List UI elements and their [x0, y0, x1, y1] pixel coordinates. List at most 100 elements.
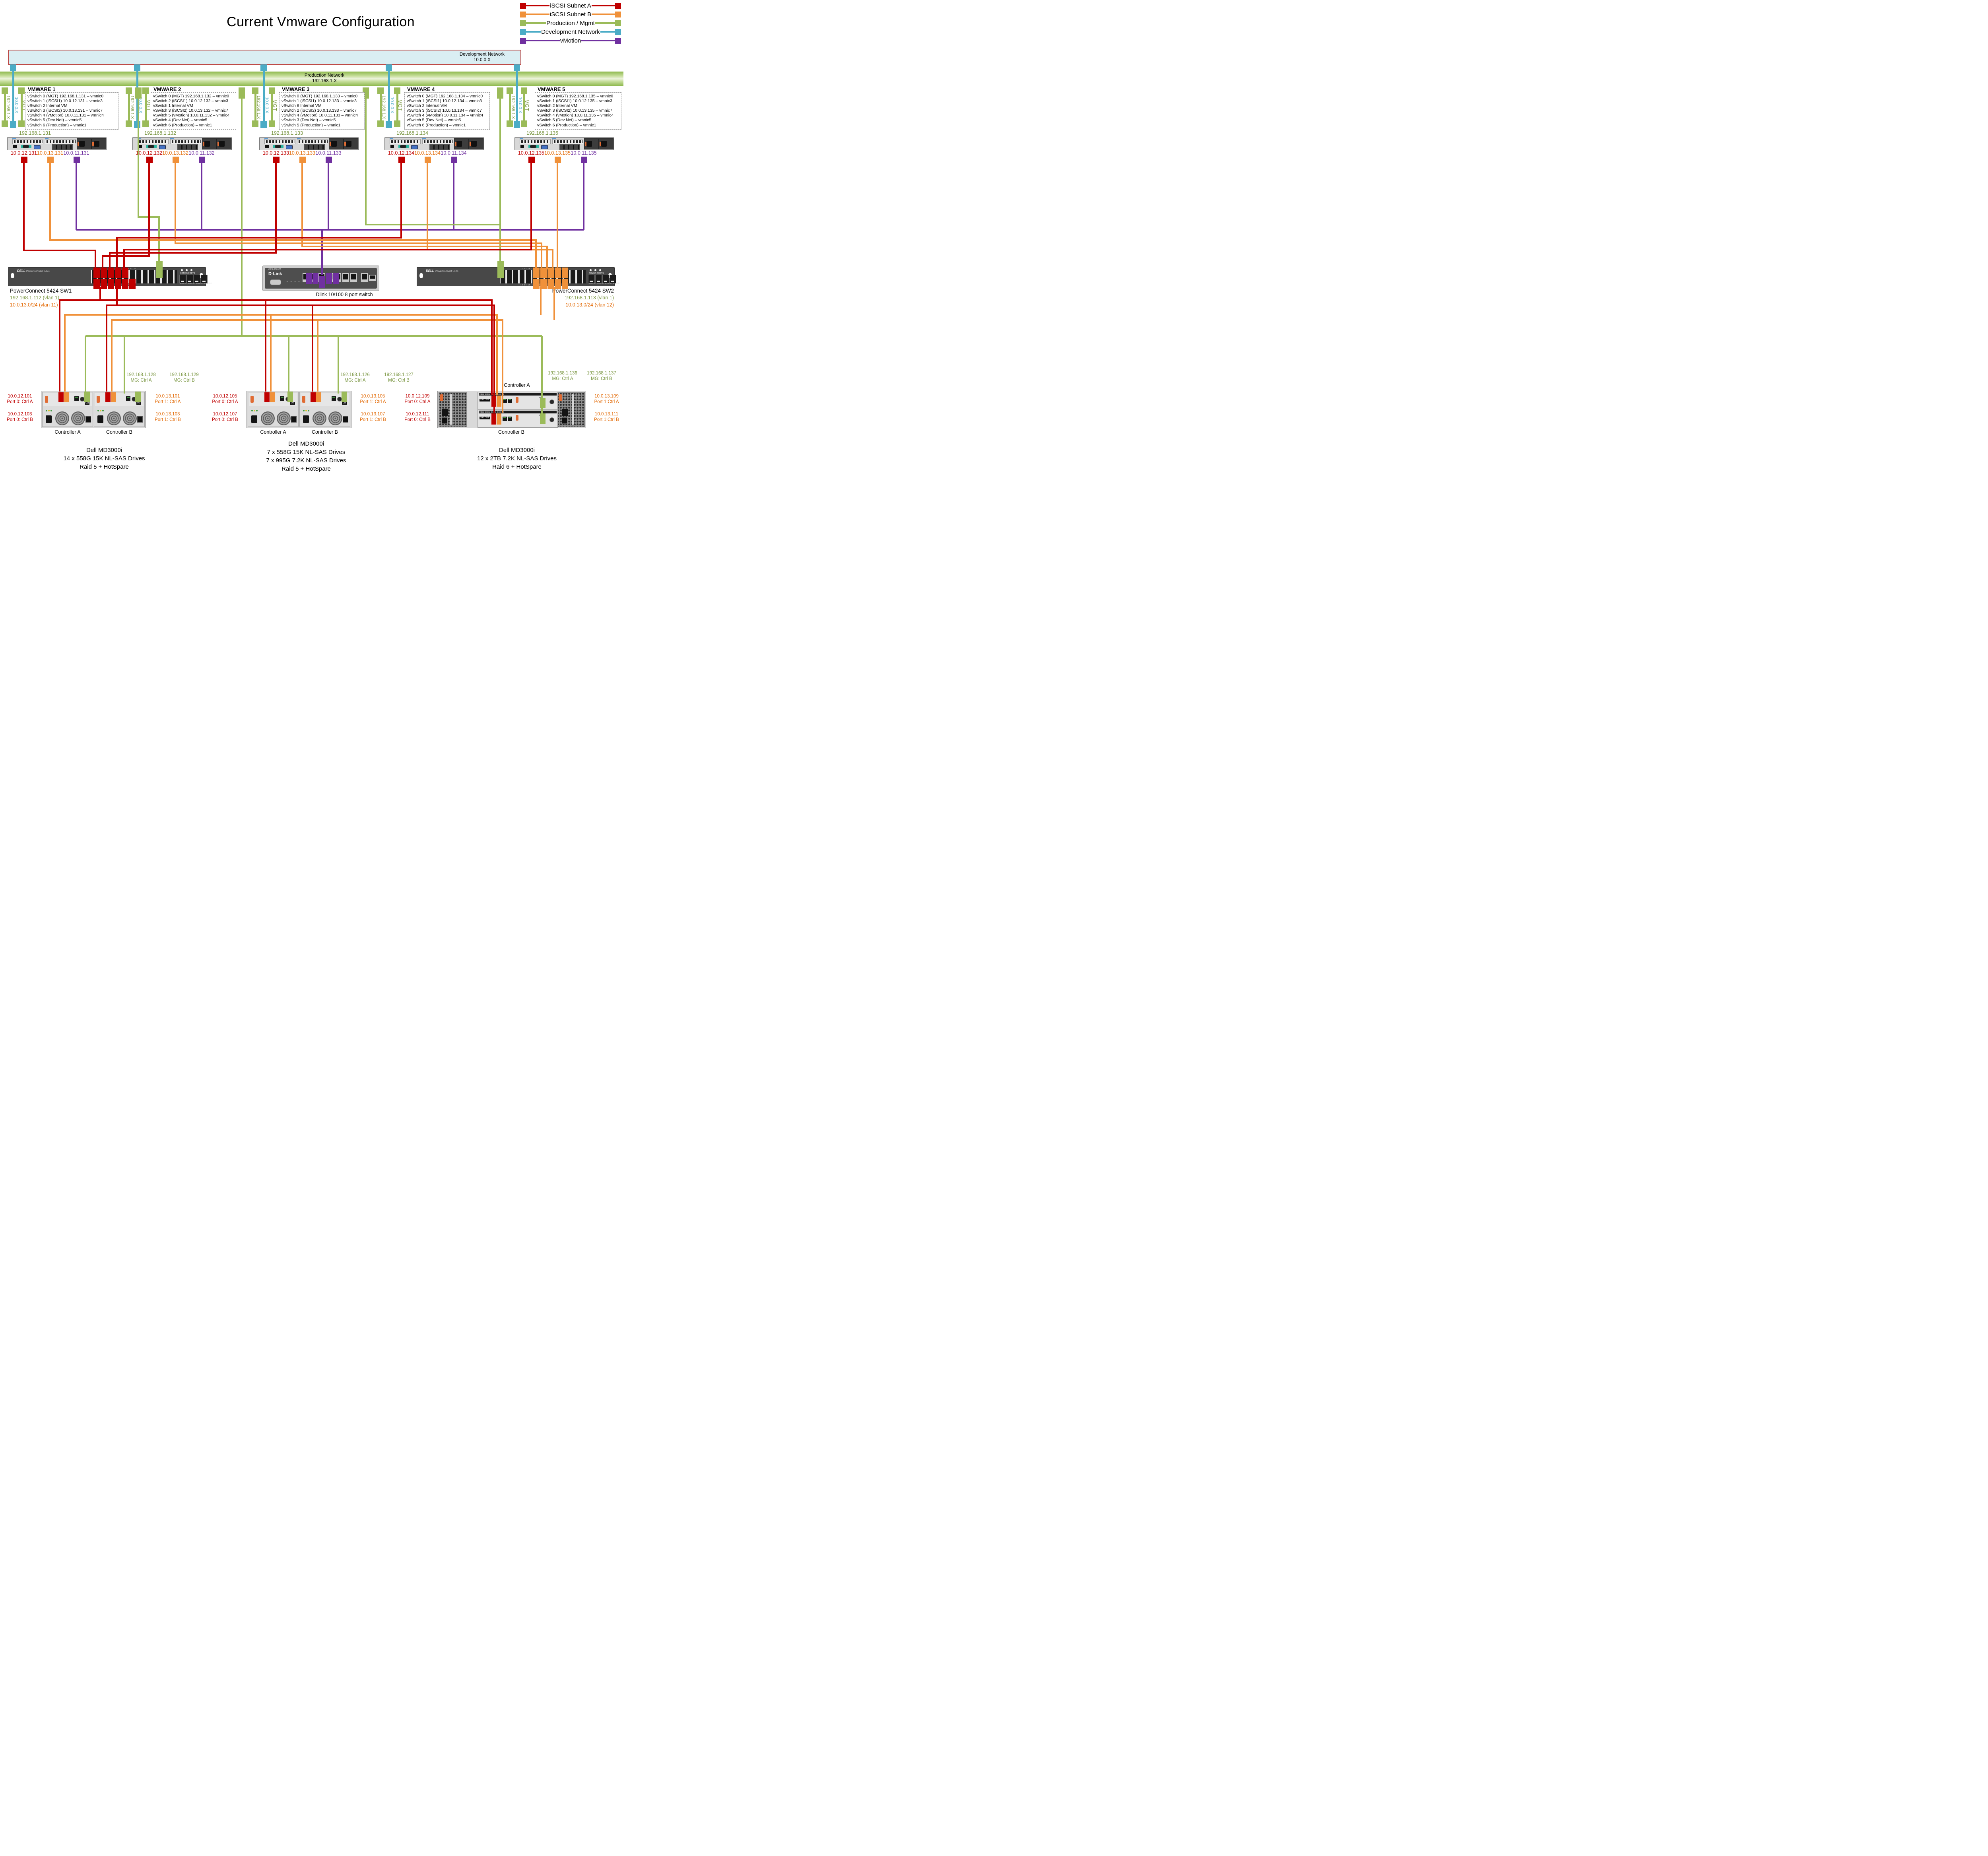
iscsi-port0	[491, 396, 496, 407]
psu-1	[454, 138, 469, 149]
vswitch-line: vSwitch 1 Internal VM	[153, 104, 193, 109]
handle	[572, 394, 574, 425]
power-switch	[562, 417, 567, 424]
patched-port-red	[108, 268, 114, 278]
patched-port-orange	[540, 279, 547, 289]
server-vmotion-ip: 10.0.11.133	[315, 150, 342, 156]
fan	[123, 411, 137, 425]
md32-strip: MD32 Series 0 1 2 3 iSCSI IN	[479, 411, 557, 413]
iscsi-b-port	[173, 157, 179, 163]
iscsi-b-port	[555, 157, 561, 163]
diagram-canvas: Current Vmware Configuration iSCSI Subne…	[0, 0, 623, 475]
led	[97, 410, 99, 411]
sfp-port	[610, 275, 616, 283]
uplink-port	[361, 273, 368, 282]
vswitch-line: vSwitch 1 (iSCSI1) 10.0.12.134 – vmnic3	[407, 99, 482, 104]
pci-slot	[12, 139, 43, 144]
mgt-line	[523, 94, 525, 122]
server-mgmt-ip: 192.168.1.132	[144, 130, 176, 136]
fan	[71, 411, 85, 425]
latch	[45, 396, 48, 403]
md2-controller-a-label: Controller A	[260, 429, 286, 435]
port-numbers-bottom: 14 16 18 20 22 24	[520, 284, 542, 286]
vga-port	[159, 145, 166, 149]
led	[308, 410, 309, 411]
riser-clip	[170, 138, 174, 140]
vga-port	[34, 145, 41, 149]
iscsi-rj45	[503, 399, 507, 403]
led	[256, 410, 258, 411]
legend-swatch-green-icon	[520, 20, 526, 26]
riser-clip	[264, 138, 268, 140]
vswitch-line: vSwitch 6 (Production) – vmnic1	[153, 123, 212, 128]
mgmt-net-line	[254, 94, 256, 122]
sw1-mgmt-ip: 192.168.1.112 (vlan 1)	[10, 295, 60, 301]
riser-clip	[12, 138, 16, 140]
page-title: Current Vmware Configuration	[227, 14, 415, 29]
host-vswitch-box: vSwitch 0 (MGT) 192.168.1.131 – vmnic0 v…	[25, 92, 118, 130]
dev-net-connector-bottom	[260, 121, 267, 128]
idrac-port	[13, 145, 17, 148]
server-iscsi-b-ip: 10.0.13.135	[544, 150, 571, 156]
patched-port-orange	[533, 268, 540, 278]
sfp-port	[194, 275, 200, 283]
production-network-label: Production Network 192.168.1.X	[304, 73, 345, 83]
mgt-vertical-label: MGT	[397, 99, 403, 111]
latch	[97, 396, 100, 403]
idrac-port	[520, 145, 524, 148]
vswitch-line: vSwitch 5 (Production) – vmnic1	[282, 123, 341, 128]
legend-row-vmotion: vMotion	[520, 36, 621, 45]
pci-slot	[552, 139, 583, 144]
mgt-connector-top	[18, 87, 25, 94]
led	[305, 410, 307, 411]
pci-slot	[45, 139, 76, 144]
console-port	[270, 279, 281, 285]
iscsi-b-port	[47, 157, 54, 163]
mgmt-net-vertical-label: 192.168.1.X	[130, 95, 134, 119]
vswitch-line: vSwitch 3 (iSCSI2) 10.0.13.132 – vmnic7	[153, 109, 228, 113]
riser-clip	[520, 138, 523, 140]
dlink-model: DES-3010PA	[268, 268, 282, 271]
vswitch-line: vSwitch 0 (MGT) 192.168.1.135 – vmnic0	[537, 94, 613, 99]
vswitch-line: vSwitch 4 (Dev Net) – vmnic5	[153, 118, 208, 123]
vswitch-line: vSwitch 1 (iSCSI1) 10.0.12.131 – vmnic3	[27, 99, 103, 104]
power-inlet	[251, 415, 257, 423]
host-vswitch-box: vSwitch 0 (MGT) 192.168.1.134 – vmnic0 v…	[404, 92, 490, 130]
iscsi-port1	[497, 396, 501, 407]
mgt-connector-bottom	[142, 120, 149, 127]
vswitch-line: vSwitch 6 (Production) – vmnic1	[407, 123, 466, 128]
status-led	[594, 269, 596, 271]
led	[100, 410, 101, 411]
vswitch-line: vSwitch 0 (MGT) 192.168.1.132 – vmnic0	[153, 94, 229, 99]
mgt-connector-bottom	[269, 120, 275, 127]
production-uplink-connector	[497, 87, 503, 99]
host-vswitch-box: vSwitch 0 (MGT) 192.168.1.133 – vmnic0 v…	[279, 92, 365, 130]
dlink-label: Dlink 10/100 8 port switch	[316, 292, 373, 297]
dlink-logo: D-Link	[268, 272, 282, 276]
patched-port-orange	[555, 268, 561, 278]
mgt-connector-top	[142, 87, 149, 94]
latch	[440, 394, 443, 401]
dev-net-connector-bottom	[386, 121, 392, 128]
status-led	[181, 269, 183, 271]
dev-net-line	[12, 71, 14, 122]
dell-logo: DELL PowerConnect 5424	[426, 269, 458, 273]
fan	[277, 411, 291, 425]
mgmt-port	[135, 392, 141, 402]
dev-net-connector-top	[514, 64, 520, 71]
sw2-mgmt-ip: 192.168.1.113 (vlan 1)	[564, 295, 614, 301]
idrac-port	[390, 145, 394, 148]
vswitch-line: vSwitch 3 (iSCSI2) 10.0.13.135 – vmnic7	[537, 109, 612, 113]
patched-port-red	[101, 279, 107, 289]
host-title: VMWARE 1	[28, 86, 56, 92]
md3-controller-b-label: Controller B	[498, 429, 524, 435]
led	[102, 410, 104, 411]
vswitch-line: vSwitch 2 (iSCSI2) 10.0.13.133 – vmnic7	[282, 109, 357, 113]
mgmt-net-vertical-label: 192.168.1.X	[381, 95, 386, 119]
md32-strip: MD32 Series 0 1 2 3 iSCSI IN	[479, 393, 557, 396]
